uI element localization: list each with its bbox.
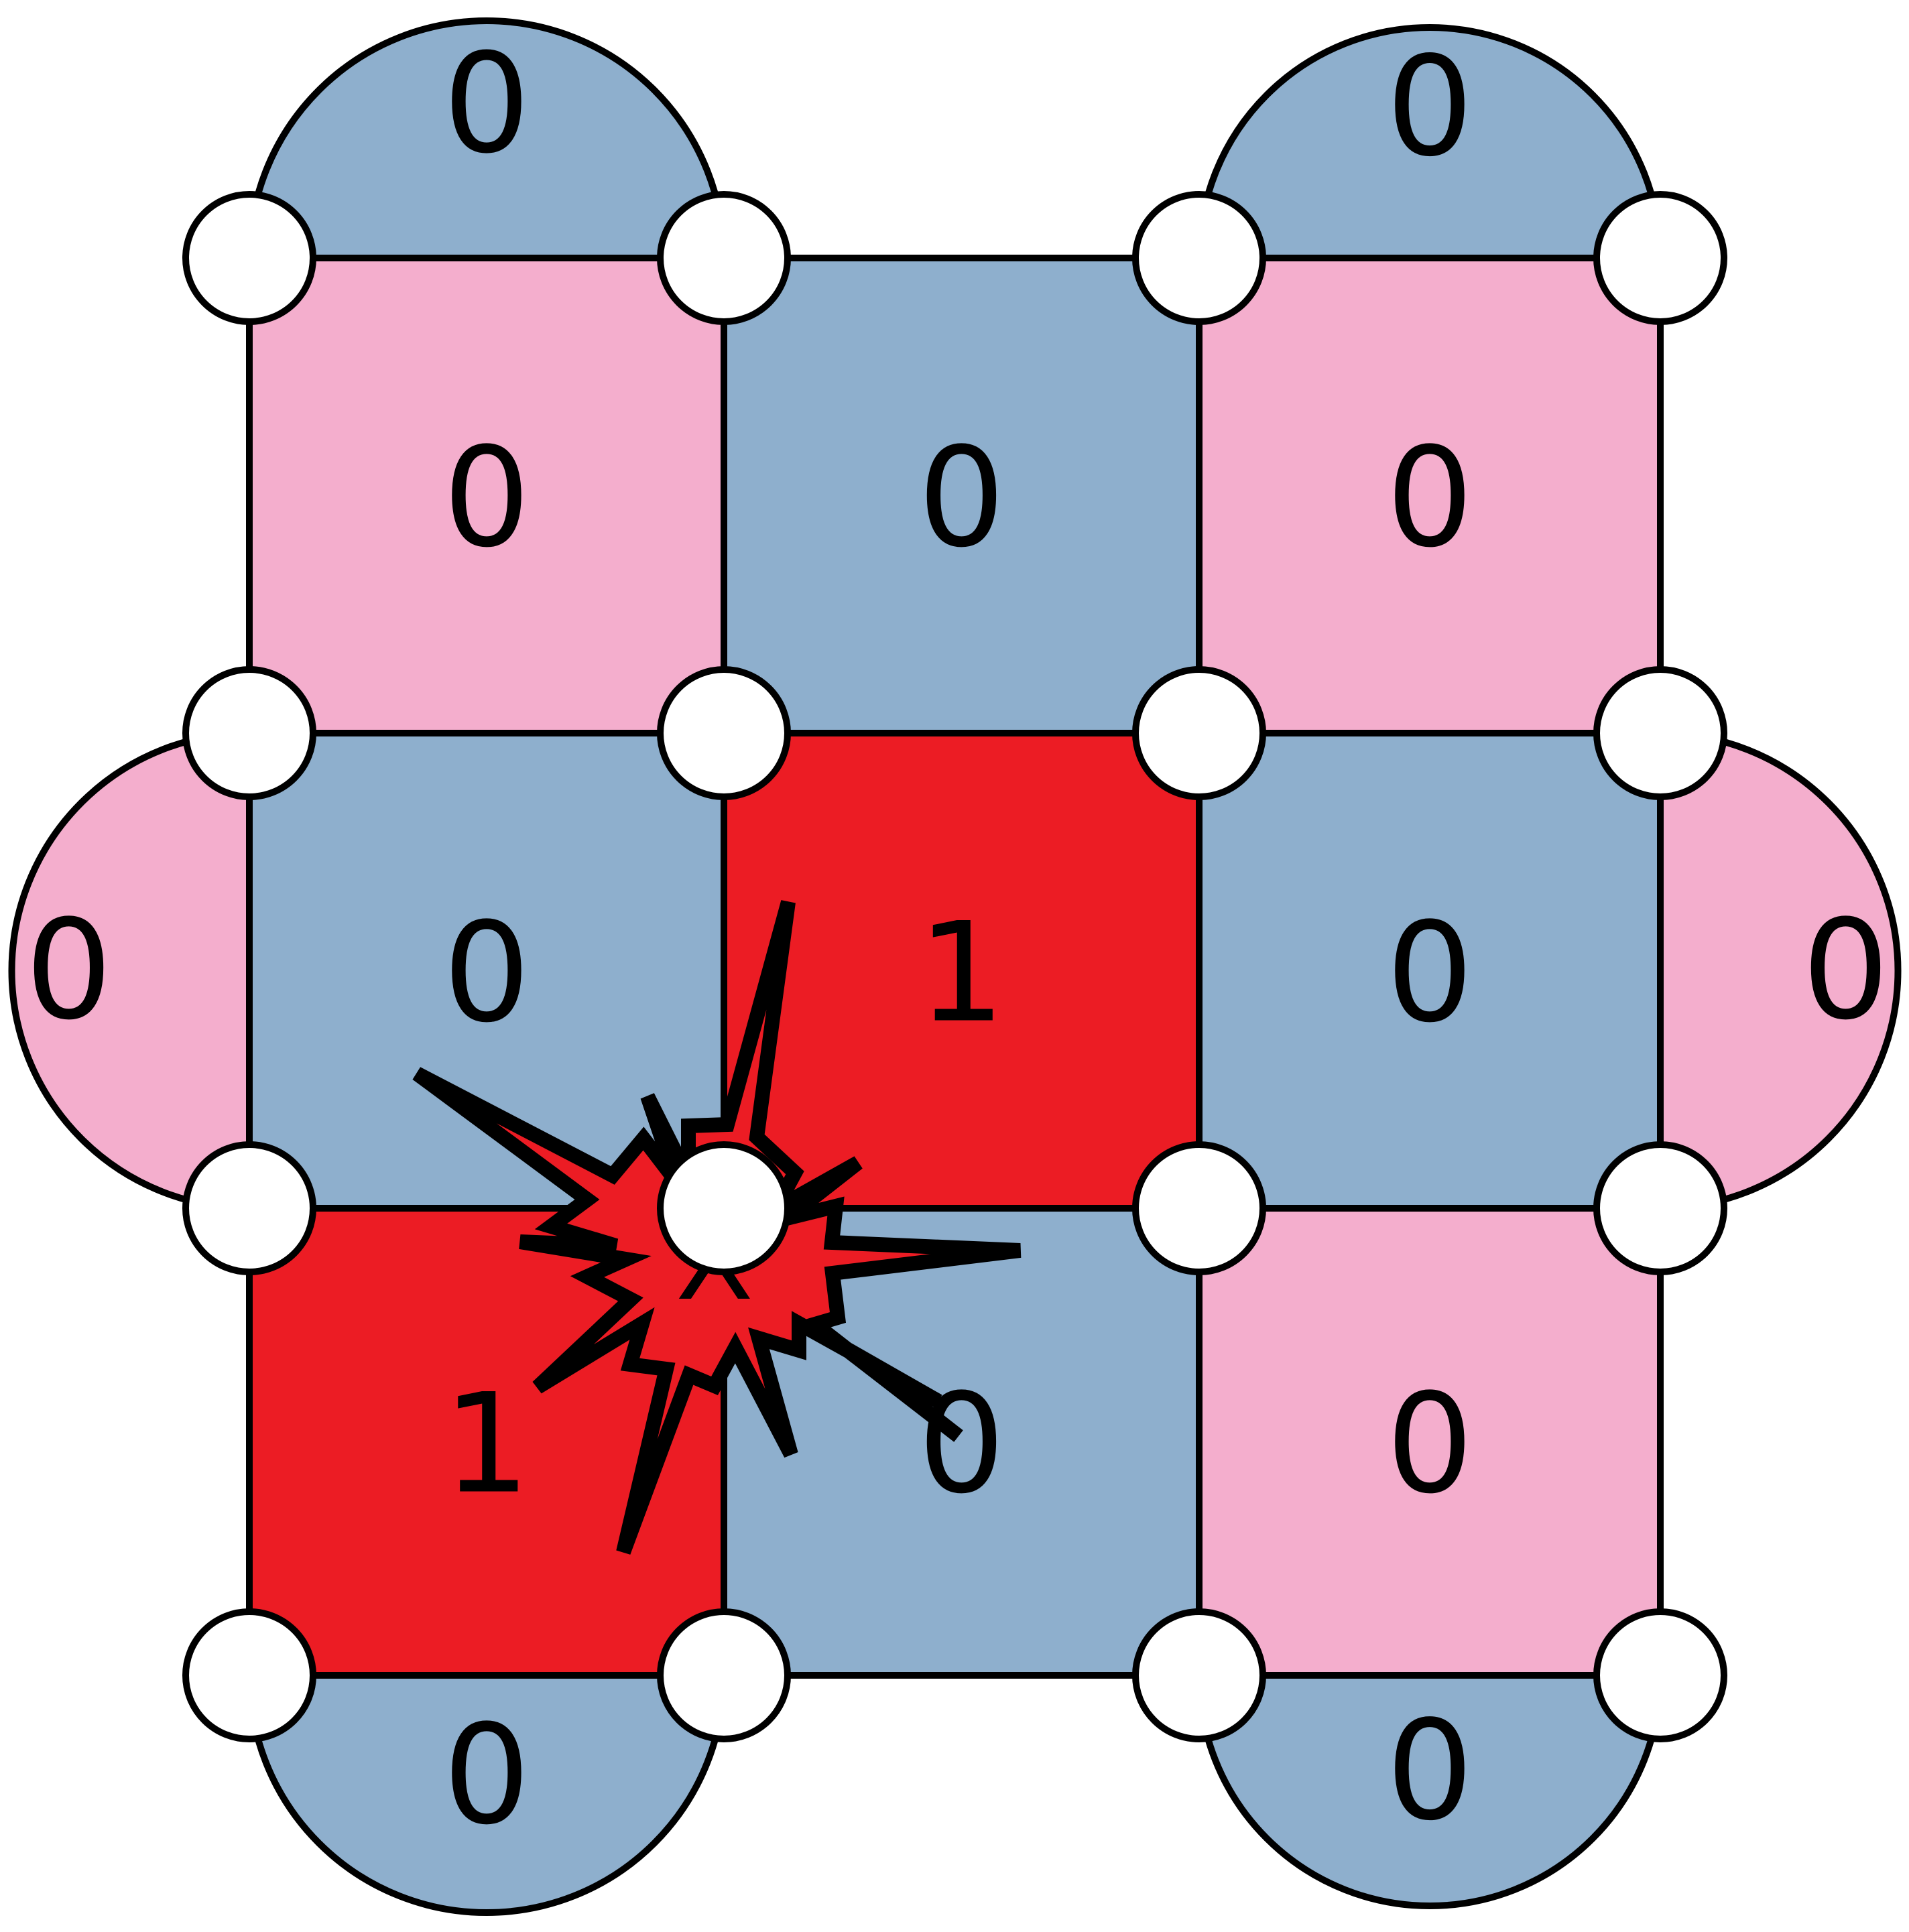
- plaquette-grid: [246, 255, 1664, 1679]
- plaquette-label: 0: [443, 419, 530, 578]
- qubit-node: [1593, 1608, 1727, 1742]
- boundary-cap-right: [1657, 729, 1902, 1212]
- cap-label: 0: [1386, 27, 1473, 187]
- cap-label: 0: [443, 25, 530, 184]
- plaquette-label: 0: [1386, 894, 1473, 1053]
- qubit-node: [1593, 666, 1727, 800]
- plaquette-square: [1196, 1205, 1664, 1679]
- plaquette-label: 0: [918, 419, 1005, 578]
- cap-label: 0: [443, 1695, 530, 1855]
- qubit-node: [1593, 191, 1727, 325]
- qubit-nodes: [182, 191, 1727, 1742]
- qubit-node: [1132, 666, 1266, 800]
- plaquette-label: 1: [443, 1365, 530, 1525]
- plaquette-square: [1196, 730, 1664, 1212]
- qubit-node: [1132, 191, 1266, 325]
- cap-label: 0: [1802, 891, 1889, 1051]
- qubit-node: [657, 666, 791, 800]
- boundary-cap-bottom: [1195, 1672, 1664, 1909]
- plaquette-label: 0: [1386, 419, 1473, 578]
- qubit-node: [182, 1608, 316, 1742]
- qubit-node: [182, 666, 316, 800]
- boundary-cap-left: [8, 729, 253, 1212]
- qubit-node: [182, 1141, 316, 1275]
- boundary-cap-bottom: [245, 1672, 728, 1916]
- plaquette-square: [721, 730, 1203, 1212]
- plaquette-label: 1: [918, 894, 1005, 1053]
- qubit-node: [1593, 1141, 1727, 1275]
- qubit-node: [1132, 1141, 1266, 1275]
- boundary-cap-top: [245, 17, 728, 261]
- cap-label: 0: [25, 891, 112, 1051]
- plaquette-label: 0: [443, 894, 530, 1053]
- qubit-node: [182, 191, 316, 325]
- plaquette-label: 0: [1386, 1365, 1473, 1525]
- qubit-node: [1132, 1608, 1266, 1742]
- qubit-node: [657, 1608, 791, 1742]
- boundary-caps: [8, 17, 1902, 1916]
- boundary-cap-top: [1195, 24, 1664, 261]
- qubit-node: [657, 1141, 791, 1275]
- cap-label: 0: [1386, 1691, 1473, 1851]
- qubit-node: [657, 191, 791, 325]
